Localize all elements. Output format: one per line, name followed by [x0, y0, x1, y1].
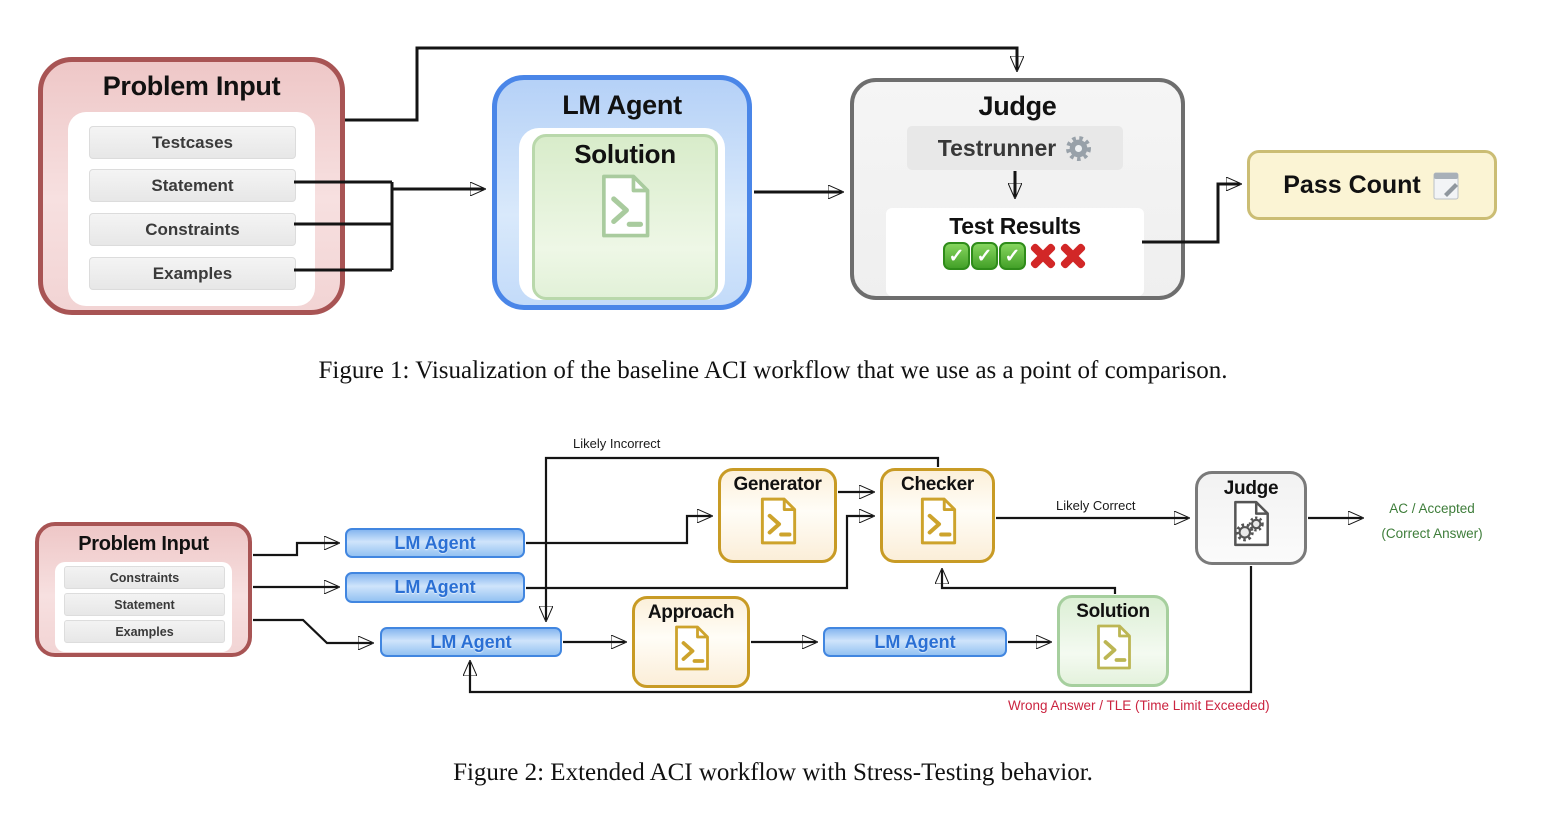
gears-file-icon [1234, 500, 1269, 547]
gear-icon [1066, 135, 1092, 161]
output-label-correct-answer: (Correct Answer) [1381, 526, 1483, 541]
edge-pi-to-lm1 [253, 543, 338, 557]
script-file-icon [674, 625, 709, 671]
fig2-judge-box: Judge [1195, 471, 1307, 565]
fig1-item-examples: Examples [89, 257, 296, 290]
fig1-judge-title: Judge [978, 91, 1057, 121]
figure2-caption: Figure 2: Extended ACI workflow with Str… [453, 759, 1093, 786]
fig1-test-results-title: Test Results [949, 213, 1081, 239]
fig1-item-testcases: Testcases [89, 126, 296, 159]
fig2-judge-title: Judge [1223, 478, 1279, 499]
script-file-icon [760, 497, 796, 545]
output-label-ac: AC / Accepted [1389, 501, 1475, 516]
figure1-caption: Figure 1: Visualization of the baseline … [318, 357, 1228, 384]
fig2-solution-title: Solution [1076, 601, 1150, 622]
fig1-testrunner-chip: Testrunner [907, 126, 1123, 170]
edge-solution-to-checker [942, 570, 1117, 594]
fig1-solution-title: Solution [574, 139, 676, 169]
fig1-test-results-panel: Test Results [886, 208, 1144, 296]
fig2-lm-agent-3: LM Agent [380, 627, 562, 657]
fig2-lm-agent-2: LM Agent [345, 572, 525, 603]
edge-pi-to-lm3 [253, 618, 372, 643]
fig1-pass-count-box: Pass Count [1247, 150, 1497, 220]
script-file-icon [1096, 624, 1131, 670]
pass-check-icon [999, 242, 1026, 270]
fig1-item-constraints: Constraints [89, 213, 296, 246]
fig1-problem-input-box: Problem Input Testcases Statement Constr… [38, 57, 345, 315]
fig2-lm-agent-4: LM Agent [823, 627, 1007, 657]
fig2-approach-title: Approach [647, 602, 735, 623]
pass-check-icon [971, 242, 998, 270]
edge-label-wrong-answer-tle: Wrong Answer / TLE (Time Limit Exceeded) [1008, 698, 1270, 713]
fig2-item-statement: Statement [64, 593, 225, 616]
pass-check-icon [943, 242, 970, 270]
edge-label-likely-correct: Likely Correct [1056, 498, 1136, 513]
fig1-testrunner-label: Testrunner [937, 134, 1057, 161]
fig1-problem-input-title: Problem Input [102, 71, 281, 101]
fig2-problem-input-box: Problem Input Constraints Statement Exam… [35, 522, 252, 657]
fig1-item-statement: Statement [89, 169, 296, 202]
edge-label-likely-incorrect: Likely Incorrect [573, 436, 661, 451]
fig2-solution-box: Solution [1057, 595, 1169, 687]
fig2-generator-box: Generator [718, 468, 837, 563]
fig2-approach-box: Approach [632, 596, 750, 688]
script-file-icon [920, 497, 956, 545]
fig2-item-examples: Examples [64, 620, 225, 643]
fig1-solution-box: Solution [532, 134, 718, 300]
fail-cross-icon [1058, 241, 1087, 271]
fig2-checker-box: Checker [880, 468, 995, 563]
fig1-test-results-icons [886, 241, 1144, 271]
fig1-problem-input-panel: Testcases Statement Constraints Examples [68, 112, 315, 306]
script-file-icon [602, 174, 650, 238]
fig1-judge-box: Judge Testrunner Test Results [850, 78, 1185, 300]
edge-lm1-to-generator [526, 516, 711, 545]
fig2-generator-title: Generator [733, 474, 822, 495]
fig2-problem-input-title: Problem Input [78, 533, 209, 555]
fig1-lm-agent-title: LM Agent [562, 90, 682, 120]
fig1-lm-agent-box: LM Agent Solution [492, 75, 752, 310]
fail-cross-icon [1028, 241, 1057, 271]
fig2-item-constraints: Constraints [64, 566, 225, 589]
fig2-lm-agent-1: LM Agent [345, 528, 525, 558]
fig1-pass-count-label: Pass Count [1283, 170, 1421, 199]
fig2-problem-input-panel: Constraints Statement Examples [55, 562, 232, 652]
fig1-lm-agent-panel: Solution [519, 128, 725, 300]
memo-icon [1433, 172, 1459, 200]
fig2-checker-title: Checker [901, 474, 974, 495]
output-label-accepted: AC / Accepted (Correct Answer) [1368, 496, 1496, 546]
